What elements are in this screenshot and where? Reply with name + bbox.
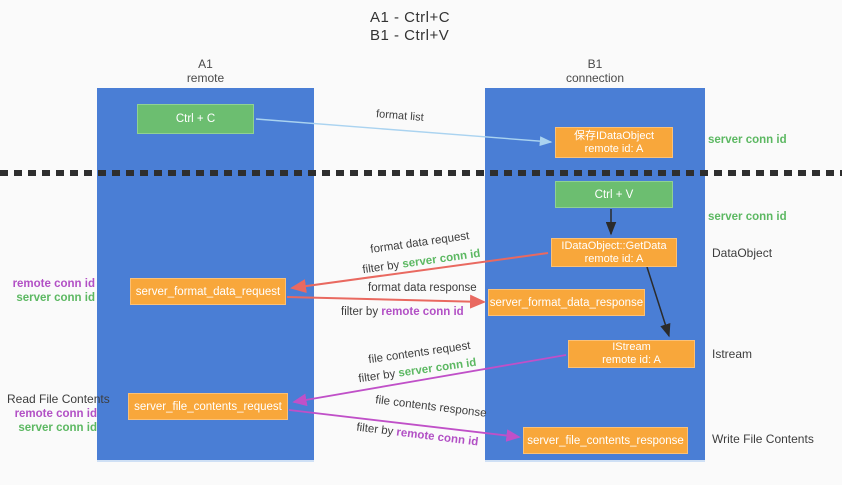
note-remote-conn-id-1: remote conn id: [12, 278, 95, 290]
note-istream: Istream: [712, 347, 753, 361]
node-istream: IStream remote id: A: [568, 340, 695, 368]
note-read-file-contents: Read File Contents: [7, 392, 110, 406]
node-format-response-label: server_format_data_response: [489, 296, 644, 309]
label-format-data-response-filter: filter by remote conn id: [341, 306, 464, 318]
note-server-conn-id-1: server conn id: [16, 291, 95, 304]
title-line-1: A1 - Ctrl+C: [370, 9, 451, 26]
note-server-conn-id-mid: server conn id: [708, 211, 787, 223]
lane-b1-name: B1: [587, 57, 603, 71]
server-conn-id-text: server conn id: [401, 247, 482, 271]
node-save-dataobject: 保存IDataObject remote id: A: [555, 127, 673, 158]
label-file-contents-response-filter: filter by remote conn id: [356, 422, 479, 449]
node-server-format-data-response: server_format_data_response: [488, 289, 645, 316]
lane-header-a1: A1 remote: [97, 57, 314, 85]
note-conn-id-pair-1: remote conn id server conn id: [5, 278, 95, 305]
lane-a1-role: remote: [186, 71, 225, 85]
lane-a1-name: A1: [198, 57, 213, 71]
node-getdata-line1: IDataObject::GetData: [561, 239, 667, 252]
remote-conn-id-text: remote conn id: [381, 306, 464, 318]
note-dataobject: DataObject: [712, 246, 773, 260]
note-conn-id-pair-2: remote conn id server conn id: [7, 408, 97, 435]
node-save-dataobject-line2: remote id: A: [584, 142, 644, 155]
node-ctrl-c-label: Ctrl + C: [175, 113, 216, 125]
lane-b1-role: connection: [565, 71, 625, 85]
node-file-request-label: server_file_contents_request: [134, 400, 282, 413]
filter-by-text: filter by: [355, 421, 398, 439]
node-ctrl-c: Ctrl + C: [137, 104, 254, 134]
diagram-title: A1 - Ctrl+C B1 - Ctrl+V: [370, 9, 450, 45]
label-file-contents-response: file contents response: [374, 394, 488, 420]
dotted-divider-line: [0, 170, 842, 176]
node-file-response-label: server_file_contents_response: [527, 434, 684, 447]
filter-by-text: filter by: [361, 258, 404, 277]
label-format-list: format list: [375, 108, 425, 124]
note-remote-conn-id-2: remote conn id: [14, 408, 97, 420]
note-server-conn-id-2: server conn id: [18, 421, 97, 434]
lane-header-b1: B1 connection: [485, 57, 705, 85]
arrow-format-data-response: [286, 294, 486, 309]
node-getdata-line2: remote id: A: [584, 252, 644, 265]
node-format-request-label: server_format_data_request: [135, 285, 281, 298]
note-write-file-contents: Write File Contents: [712, 432, 814, 446]
node-ctrl-v: Ctrl + V: [555, 181, 673, 208]
node-istream-line1: IStream: [612, 341, 651, 353]
node-idataobject-getdata: IDataObject::GetData remote id: A: [551, 238, 677, 267]
remote-conn-id-text: remote conn id: [395, 426, 479, 449]
title-line-2: B1 - Ctrl+V: [370, 27, 450, 44]
node-save-dataobject-line1: 保存IDataObject: [573, 129, 655, 142]
node-server-format-data-request: server_format_data_request: [130, 278, 286, 305]
filter-by-text: filter by: [341, 306, 382, 318]
node-istream-line2: remote id: A: [602, 354, 661, 366]
label-format-data-response: format data response: [368, 282, 477, 294]
node-server-file-contents-request: server_file_contents_request: [128, 393, 288, 420]
note-server-conn-id-top: server conn id: [708, 134, 787, 146]
node-ctrl-v-label: Ctrl + V: [594, 188, 634, 201]
filter-by-text: filter by: [357, 367, 400, 386]
node-server-file-contents-response: server_file_contents_response: [523, 427, 688, 454]
